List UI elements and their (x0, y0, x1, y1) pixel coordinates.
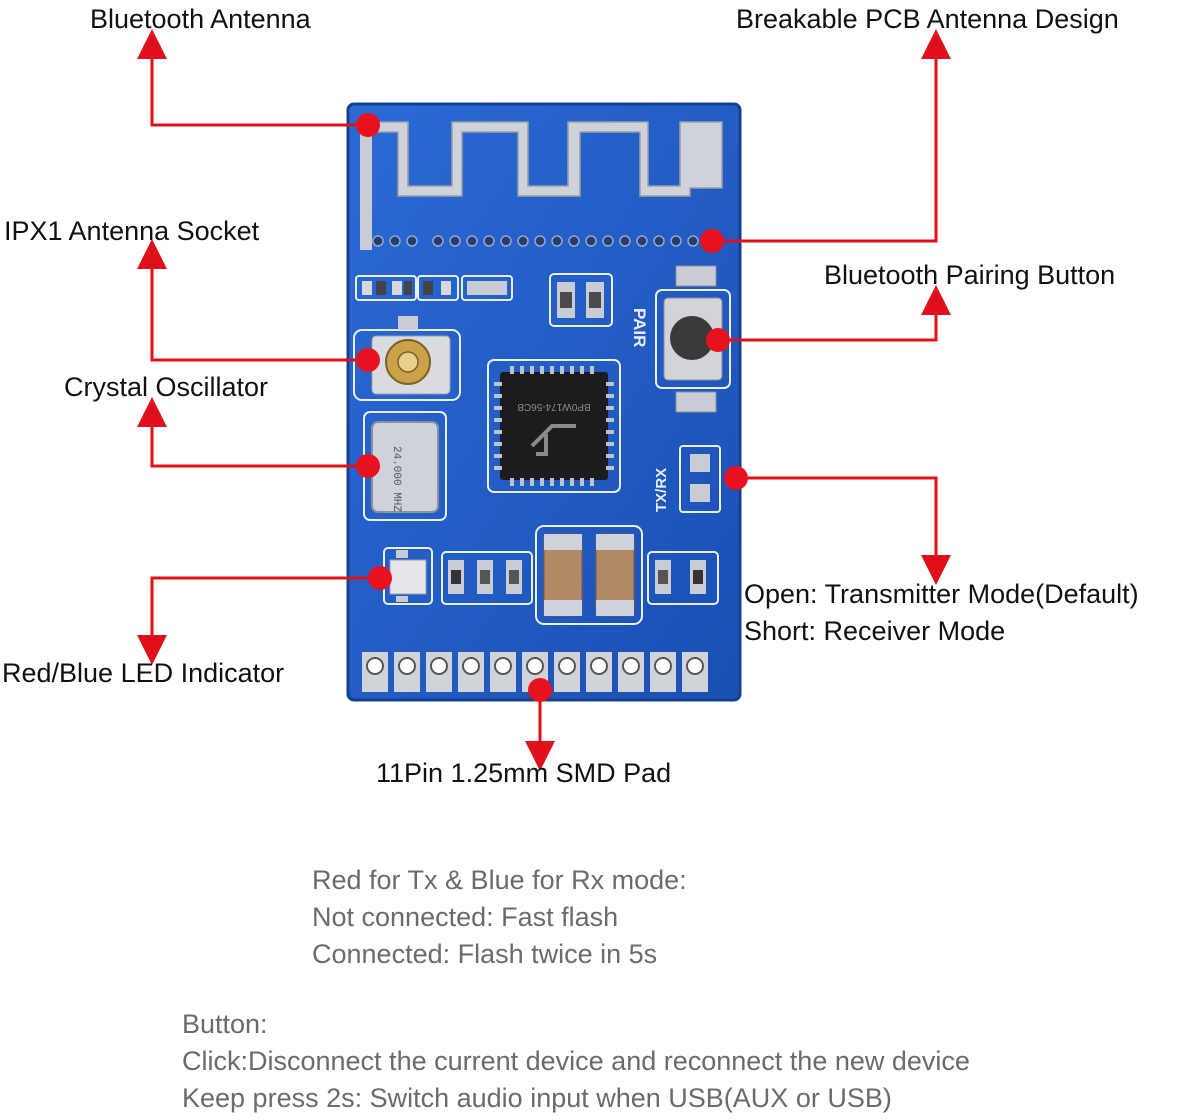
crystal-oscillator-component: 24.000 MHZ (363, 411, 447, 521)
callout-crystal-oscillator (137, 397, 368, 468)
main-chip: BP0W174-56CB (487, 359, 621, 493)
label-ipx1-socket: IPX1 Antenna Socket (4, 216, 260, 246)
label-breakable-pcb: Breakable PCB Antenna Design (736, 4, 1119, 34)
button-note-line: Click:Disconnect the current device and … (182, 1046, 970, 1076)
txrx-jumper: TX/RX (653, 445, 721, 513)
label-bluetooth-antenna: Bluetooth Antenna (90, 4, 311, 34)
led-note-line: Not connected: Fast flash (312, 902, 619, 932)
ipx1-socket (353, 316, 461, 401)
pcb-board: BP0W174-56CB PAIR 24.000 MHZ TX/RX (346, 102, 742, 702)
pcb-antenna-trace (360, 116, 723, 250)
led-notes: Red for Tx & Blue for Rx mode: Not conne… (312, 862, 687, 973)
label-crystal-oscillator: Crystal Oscillator (64, 372, 269, 402)
smd-pad-row (362, 652, 708, 692)
via-row (372, 235, 699, 247)
button-notes: Button: Click:Disconnect the current dev… (182, 1006, 970, 1117)
txrx-silkscreen: TX/RX (653, 468, 670, 512)
label-mode-short: Short: Receiver Mode (744, 616, 1006, 646)
dot-smd-pad (528, 678, 552, 702)
chip-logo (530, 424, 576, 456)
label-smd-pad: 11Pin 1.25mm SMD Pad (376, 758, 672, 788)
dot-breakable-pcb (700, 229, 724, 253)
dot-txrx-mode (724, 466, 748, 490)
led-note-line: Red for Tx & Blue for Rx mode: (312, 865, 687, 895)
callout-dots (356, 113, 748, 702)
callout-bluetooth-antenna (137, 29, 368, 127)
dot-bluetooth-antenna (356, 113, 380, 137)
callout-breakable-pcb (712, 29, 951, 243)
dot-led-indicator (368, 566, 392, 590)
smd-components-bottom (441, 525, 719, 625)
callout-ipx1-socket (137, 239, 368, 362)
smd-components-top (355, 273, 613, 327)
crystal-marking: 24.000 MHZ (390, 446, 402, 512)
chip-marking: BP0W174-56CB (517, 401, 591, 412)
pair-silkscreen: PAIR (630, 308, 649, 347)
callout-led-indicator (137, 576, 380, 665)
led-note-line: Connected: Flash twice in 5s (312, 939, 658, 969)
callout-lines (137, 29, 951, 771)
label-mode-open: Open: Transmitter Mode(Default) (744, 579, 1139, 609)
button-note-line: Keep press 2s: Switch audio input when U… (182, 1083, 892, 1113)
dot-ipx1-socket (356, 348, 380, 372)
callout-txrx-mode (736, 476, 951, 585)
dot-crystal-oscillator (356, 454, 380, 478)
button-note-line: Button: (182, 1009, 268, 1039)
pairing-button: PAIR (630, 265, 731, 413)
label-led-indicator: Red/Blue LED Indicator (2, 658, 285, 688)
label-pairing-button: Bluetooth Pairing Button (824, 260, 1116, 290)
callout-pairing-button (718, 285, 951, 342)
dot-pairing-button (706, 328, 730, 352)
